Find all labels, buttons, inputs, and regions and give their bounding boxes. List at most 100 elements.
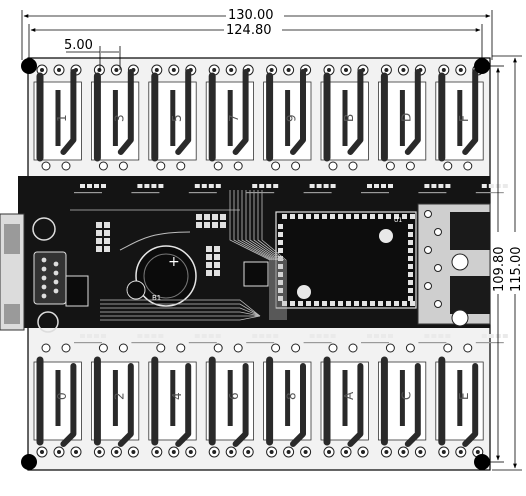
smd-pad xyxy=(137,334,143,338)
pin-headers xyxy=(96,214,226,276)
terminal-drill xyxy=(458,450,463,454)
smd-pad xyxy=(266,334,272,338)
smd-pad xyxy=(488,334,494,338)
power-trace xyxy=(404,363,421,447)
relay-cell: 3 xyxy=(91,64,140,171)
terminal-drill xyxy=(212,450,217,454)
smd-pad xyxy=(266,184,272,188)
power-trace xyxy=(60,363,77,447)
smd-pad xyxy=(101,334,106,338)
smd-pad xyxy=(80,334,85,338)
smd-pad xyxy=(381,334,386,338)
eth-pad xyxy=(424,210,432,218)
terminal-drill xyxy=(361,450,365,454)
mcu-pin xyxy=(282,301,287,306)
smd-pad xyxy=(424,184,430,188)
round-component xyxy=(32,217,56,241)
power-trace xyxy=(60,69,77,155)
coil-pad xyxy=(328,161,338,171)
ethernet-pads xyxy=(424,210,442,308)
relay-cell: A xyxy=(320,343,369,458)
mcu-pin xyxy=(354,301,359,306)
battery-plus-sign: + xyxy=(168,254,180,270)
mcu-pin xyxy=(408,240,413,245)
smd-pad xyxy=(215,334,221,338)
smd-pad xyxy=(94,334,99,338)
smd-pad xyxy=(201,334,207,338)
terminal-drill xyxy=(344,68,348,72)
smd-pad xyxy=(309,184,315,188)
terminal-drill xyxy=(303,450,308,454)
coil-pad xyxy=(176,343,186,353)
power-trace xyxy=(232,363,249,447)
control-board: B1 + U1 xyxy=(0,176,508,344)
relay-number-label: 5 xyxy=(170,114,184,122)
coil-pad xyxy=(348,343,358,353)
smd-pad xyxy=(101,184,106,188)
coil-pad xyxy=(98,161,108,171)
terminal-drill xyxy=(188,450,193,454)
mcu-pin xyxy=(378,214,383,219)
mcu-pin xyxy=(306,214,311,219)
header-pin xyxy=(196,214,202,220)
header-pin xyxy=(220,214,226,220)
coil-pad xyxy=(385,161,395,171)
serial-connector-pins xyxy=(41,257,59,299)
main-ic-label: U1 xyxy=(394,217,402,224)
coil-pad xyxy=(405,343,415,353)
relay-number-label: A xyxy=(342,391,356,400)
smd-pad xyxy=(488,184,494,188)
silk-line xyxy=(418,192,447,194)
overall-width-label: 130.00 xyxy=(228,8,274,23)
smd-pad xyxy=(273,184,279,188)
power-trace xyxy=(290,363,306,447)
silk-line xyxy=(246,192,275,194)
smd-pad xyxy=(144,184,150,188)
silk-line xyxy=(418,342,447,344)
coil-pad xyxy=(385,343,395,353)
smd-pad xyxy=(445,184,451,188)
power-trace xyxy=(347,363,364,447)
mcu-pin xyxy=(298,214,303,219)
relay-cell: 2 xyxy=(91,343,140,458)
coil-pad xyxy=(291,343,301,353)
header-pin xyxy=(104,230,110,236)
mcu-pin xyxy=(298,301,303,306)
terminal-drill xyxy=(57,450,61,454)
mcu-pin xyxy=(362,214,367,219)
dim-text-bg xyxy=(226,7,284,20)
terminal-drill xyxy=(269,450,274,454)
coil-pad xyxy=(118,161,128,171)
mcu-pin xyxy=(278,272,283,277)
silk-line xyxy=(475,192,504,194)
smd-pad xyxy=(374,184,379,188)
silk-line xyxy=(131,342,160,344)
dimension-annotations: 130.00 124.80 5.00 109.80 115.00 xyxy=(21,7,524,471)
signal-trace xyxy=(237,190,275,320)
mcu-pin xyxy=(306,301,311,306)
control-traces xyxy=(70,190,287,321)
battery-inner-ring xyxy=(143,253,189,299)
mcu-pin xyxy=(314,301,319,306)
header-pin xyxy=(214,246,220,252)
mcu-pin xyxy=(402,301,407,306)
smd-pad xyxy=(502,334,508,338)
dim-text-bg xyxy=(508,232,522,294)
smd-pad xyxy=(151,184,157,188)
header-pin xyxy=(196,222,202,228)
header-pin xyxy=(96,222,102,228)
signal-trace xyxy=(100,307,261,317)
mcu-pin xyxy=(290,214,295,219)
mcu-pin xyxy=(362,301,367,306)
smd-pad-row-top xyxy=(74,184,508,194)
smd-pad xyxy=(151,334,157,338)
silk-line xyxy=(188,342,217,344)
relay-number-label: C xyxy=(399,392,413,400)
terminal-drill xyxy=(74,450,78,454)
silk-line xyxy=(303,342,332,344)
db-pin xyxy=(41,266,47,272)
smd-pad xyxy=(431,334,437,338)
smd-pad xyxy=(194,184,200,188)
